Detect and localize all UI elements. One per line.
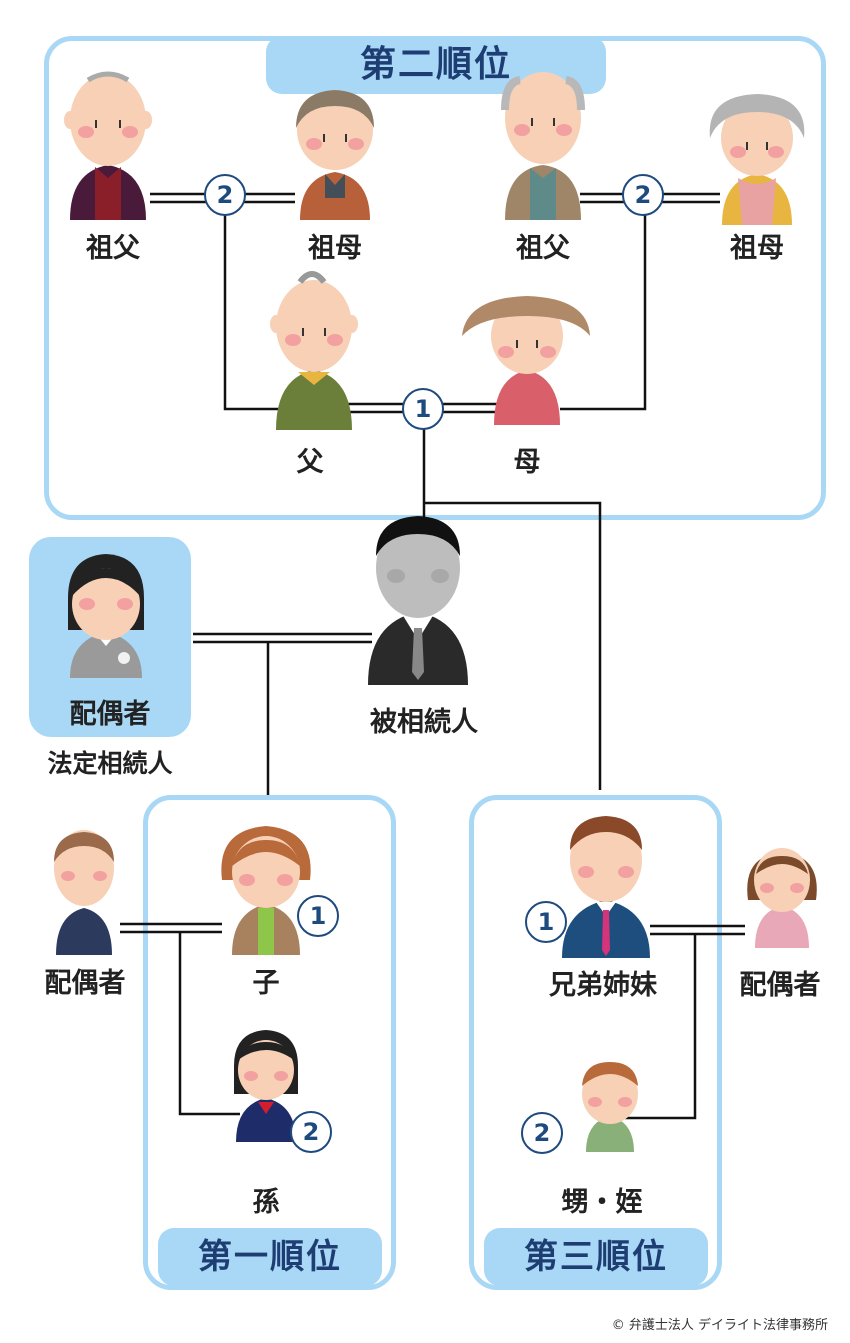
deceased-figure <box>368 516 468 685</box>
label-spouse: 配偶者 <box>69 699 151 730</box>
label-maternal-grandmother: 祖母 <box>730 233 784 264</box>
paternal-grandfather-figure <box>64 71 152 220</box>
badge-parents: 1 <box>402 388 444 430</box>
label-nephew-niece: 甥・姪 <box>561 1187 643 1218</box>
label-paternal-grandmother: 祖母 <box>308 233 362 264</box>
nephew-figure <box>582 1062 638 1152</box>
label-mother: 母 <box>513 447 541 478</box>
label-child: 子 <box>252 968 280 999</box>
second-rank-frame <box>44 36 826 520</box>
first-rank-title: 第一順位 <box>158 1228 382 1286</box>
label-spouse-note: 法定相続人 <box>47 749 173 778</box>
label-child-spouse: 配偶者 <box>44 968 126 999</box>
badge-child: 1 <box>297 895 339 937</box>
sibling-spouse-figure <box>747 848 817 948</box>
badge-sibling: 1 <box>525 901 567 943</box>
label-grandchild: 孫 <box>252 1187 280 1218</box>
badge-grandchild: 2 <box>290 1111 332 1153</box>
label-paternal-grandfather: 祖父 <box>86 233 140 264</box>
third-rank-title: 第三順位 <box>484 1228 708 1286</box>
father-figure <box>270 271 358 430</box>
copyright-text: © 弁護士法人 デイライト法律事務所 <box>611 1318 828 1333</box>
badge-grandparents-left: 2 <box>204 174 246 216</box>
spouse-figure <box>68 554 144 678</box>
connection-lines <box>120 192 745 1120</box>
maternal-grandmother-figure <box>709 94 805 225</box>
badge-nephew: 2 <box>521 1112 563 1154</box>
grandchild-figure <box>234 1030 298 1142</box>
mother-figure <box>462 296 590 425</box>
label-father: 父 <box>296 447 324 478</box>
badge-grandparents-right: 2 <box>622 174 664 216</box>
maternal-grandfather-figure <box>501 72 585 220</box>
label-sibling: 兄弟姉妹 <box>549 970 657 1001</box>
label-deceased: 被相続人 <box>370 707 478 738</box>
sibling-figure <box>562 816 650 958</box>
label-sibling-spouse: 配偶者 <box>739 970 821 1001</box>
child-figure <box>221 826 311 955</box>
paternal-grandmother-figure <box>296 90 374 220</box>
label-maternal-grandfather: 祖父 <box>516 233 570 264</box>
child-spouse-figure <box>54 830 114 955</box>
